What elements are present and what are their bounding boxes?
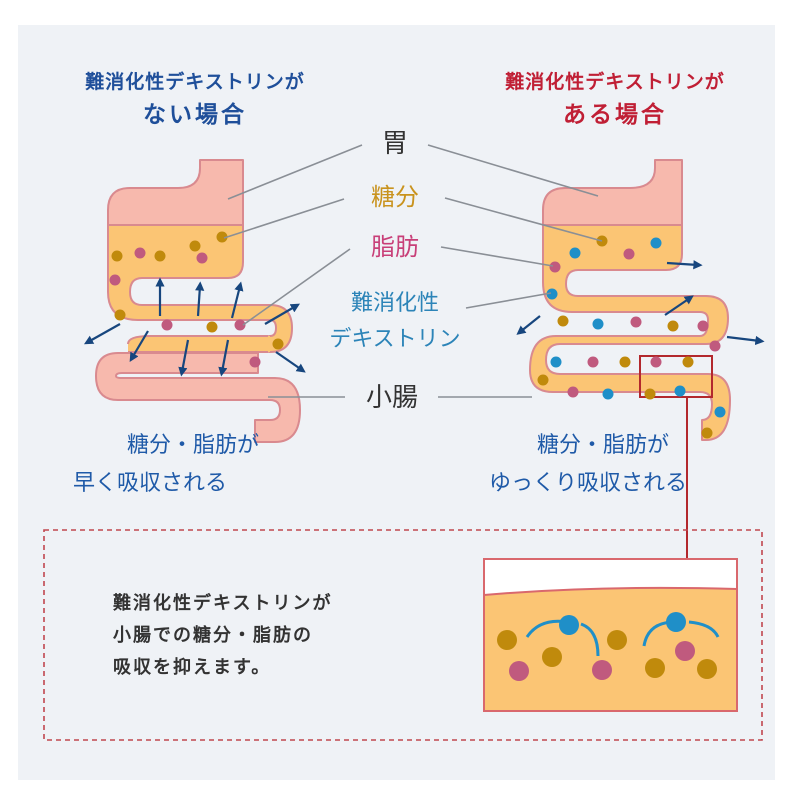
absorption-arrow (83, 323, 121, 345)
fat-particle (650, 356, 662, 368)
fat-particle (623, 248, 635, 260)
sugar-particle (644, 388, 656, 400)
detail-particles (497, 612, 717, 681)
fat-particle (234, 319, 246, 331)
right-stomach (542, 159, 683, 226)
absorption-arrow (516, 315, 541, 335)
sugar-particle (216, 231, 228, 243)
label-small-intestine: 小腸 (366, 383, 418, 413)
sugar-particle (154, 250, 166, 262)
leader-fat-right (440, 246, 554, 267)
fat-particle (109, 274, 121, 286)
label-dextrin-line1: 難消化性 (351, 291, 439, 316)
dextrin-particle (592, 318, 604, 330)
sugar-particle (557, 315, 569, 327)
summary-dashed-box (43, 529, 763, 741)
dextrin-particle (559, 615, 579, 635)
sugar-particle (272, 338, 284, 350)
fat-particle (549, 261, 561, 273)
leader-sugar-left (223, 198, 345, 239)
summary-line1: 難消化性デキストリンが (113, 592, 332, 614)
right-title-line1: 難消化性デキストリンが (505, 70, 724, 93)
right-highlight-box (639, 355, 713, 398)
left-digestive-tract (95, 159, 301, 443)
sugar-particle (607, 630, 627, 650)
dextrin-particle (714, 406, 726, 418)
dextrin-particle (674, 385, 686, 397)
leader-stomach-right (427, 144, 599, 197)
leader-stomach-left (227, 144, 363, 200)
sugar-particle (645, 658, 665, 678)
label-dextrin-line2: デキストリン (329, 327, 460, 352)
absorption-arrow (230, 281, 244, 319)
fat-particle (134, 247, 146, 259)
fat-particle (509, 661, 529, 681)
sugar-particle (682, 356, 694, 368)
sugar-particle (697, 659, 717, 679)
label-stomach: 胃 (382, 129, 408, 159)
absorption-arrow (129, 330, 149, 362)
sugar-particle (114, 309, 126, 321)
fat-particle (630, 316, 642, 328)
fat-particle (697, 320, 709, 332)
detail-intestine-wall (483, 586, 738, 712)
label-sugar: 糖分 (371, 183, 419, 211)
leader-lines (223, 144, 603, 398)
absorption-arrow (195, 281, 205, 317)
dextrin-particle (546, 288, 558, 300)
sugar-particle (542, 647, 562, 667)
sugar-particle (189, 240, 201, 252)
dextrin-particle (569, 247, 581, 259)
fat-particle (709, 340, 721, 352)
right-digestive-tract (529, 159, 731, 582)
fat-particle (592, 660, 612, 680)
absorption-arrow (726, 335, 765, 346)
sugar-particle (537, 374, 549, 386)
left-stomach (107, 159, 244, 226)
leader-dextrin-right (465, 292, 552, 309)
left-intestine-pink-loops (95, 352, 301, 443)
sugar-particle (667, 320, 679, 332)
right-caption-line2: ゆっくり吸収される (489, 471, 687, 496)
summary-line2: 小腸での糖分・脂肪の (113, 624, 313, 646)
right-caption-line1: 糖分・脂肪が (537, 433, 669, 458)
leader-sugar-right (444, 197, 603, 242)
dextrin-particle (550, 356, 562, 368)
sugar-particle (206, 321, 218, 333)
fat-particle (587, 356, 599, 368)
sugar-particle (111, 250, 123, 262)
fat-particle (196, 252, 208, 264)
sugar-particle (701, 427, 713, 439)
fat-particle (567, 386, 579, 398)
absorption-arrow (218, 339, 230, 377)
particles (109, 231, 726, 439)
dextrin-particle (650, 237, 662, 249)
fat-particle (249, 356, 261, 368)
leader-fat-left (242, 248, 351, 326)
absorption-arrow (178, 339, 190, 377)
dextrin-particle (666, 612, 686, 632)
absorption-arrow (264, 303, 300, 325)
sugar-particle (497, 630, 517, 650)
summary-line3: 吸収を抑えます。 (113, 657, 271, 678)
sugar-particle (619, 356, 631, 368)
absorption-arrow (664, 295, 694, 316)
label-fat: 脂肪 (371, 233, 419, 261)
fat-particle (675, 641, 695, 661)
right-title-line2: ある場合 (563, 101, 667, 128)
dextrin-particle (602, 388, 614, 400)
left-title-line1: 難消化性デキストリンが (85, 70, 304, 93)
absorption-arrow (275, 351, 306, 373)
absorption-arrow (666, 260, 703, 270)
left-title-line2: ない場合 (143, 101, 247, 128)
left-caption-line2: 早く吸収される (73, 471, 227, 496)
left-caption-line1: 糖分・脂肪が (127, 433, 259, 458)
left-stomach-contents (107, 224, 293, 353)
fat-particle (161, 319, 173, 331)
